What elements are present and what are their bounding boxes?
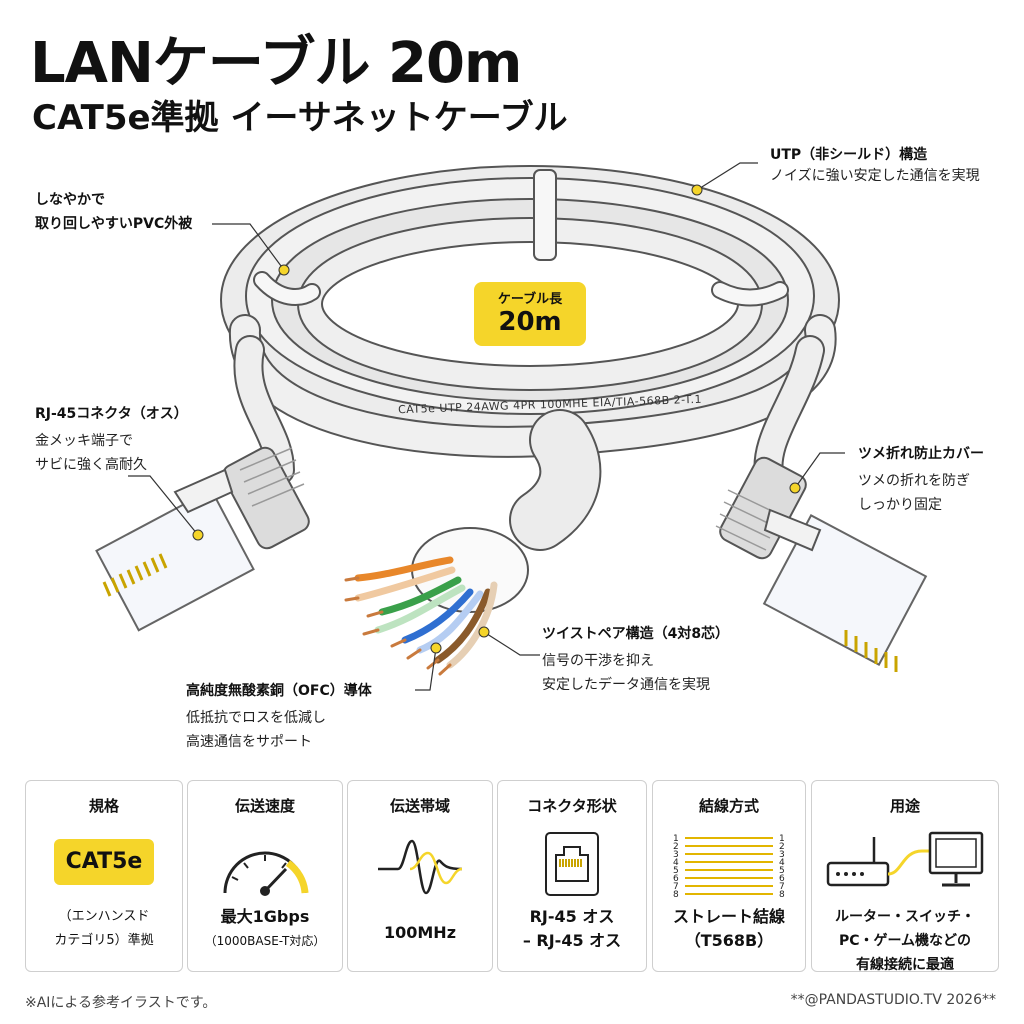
callout-title: UTP（非シールド）構造 [770,147,928,163]
pin-label-right: 8 [779,890,785,900]
pin-label-left: 6 [673,874,679,884]
pin-label-right: 7 [779,882,785,892]
spec-title: コネクタ形状 [527,797,617,815]
router-icon [826,837,890,887]
callout-pvc-jacket: しなやかで 取り回しやすいPVC外被 [35,188,192,236]
callout-rj45: RJ-45コネクタ（オス） 金メッキ端子で サビに強く高耐久 [35,403,188,477]
spec-line: RJ-45 オス [529,907,615,926]
spec-line: カテゴリ5）準拠 [54,933,154,948]
spec-text: （エンハンスド カテゴリ5）準拠 [26,905,182,953]
category-badge: CAT5e [54,839,154,885]
pin-label-left: 1 [673,834,679,844]
spec-text: RJ-45 オス – RJ-45 オス [498,905,646,953]
pin-label-left: 4 [673,858,679,868]
page-title: LANケーブル 20m [30,31,522,96]
pin-label-right: 1 [779,834,785,844]
cable-length-value: 20m [498,307,562,337]
spec-line: 最大1Gbps [220,907,310,926]
spec-text: 最大1Gbps （1000BASE-T対応） [188,905,342,953]
callout-desc: 取り回しやすいPVC外被 [35,216,193,232]
cable-length-label: ケーブル長 [497,292,563,307]
callout-twisted-pair: ツイストペア構造（4対8芯） 信号の干渉を抑え 安定したデータ通信を実現 [542,623,729,697]
spec-line: PC・ゲーム機などの [838,933,972,949]
callout-title: ツメ折れ防止カバー [858,446,984,462]
twisted-pair-wires [344,527,529,676]
pin-label-right: 6 [779,874,785,884]
credit: **@PANDASTUDIO.TV 2026** [790,992,996,1008]
spec-card-connector: コネクタ形状 RJ-45 オス – RJ-45 オス [497,780,647,972]
callout-desc: ツメの折れを防ぎ [858,473,970,489]
spec-card-usage: 用途 ルーター・スイッチ・ PC・ゲーム機などの 有線接続に最適 [811,780,999,973]
spec-card-bandwidth: 伝送帯域 100MHz [347,780,493,972]
pin-label-right: 2 [779,842,785,852]
spec-title: 結線方式 [698,797,759,815]
spec-text: ストレート結線 （T568B） [653,905,805,953]
callout-desc: 低抵抗でロスを低減し [186,710,326,726]
pin-label-right: 3 [779,850,785,860]
rj45-jack-icon [545,832,599,896]
pin-label-right: 4 [779,858,785,868]
footnote: ※AIによる参考イラストです。 [25,995,217,1011]
callout-title: ツイストペア構造（4対8芯） [542,626,730,642]
callout-title: RJ-45コネクタ（オス） [35,406,188,422]
spec-card-wiring: 結線方式 1 2 3 4 5 6 7 8 1 2 3 4 5 6 7 8 [652,780,806,972]
callout-desc: しなやかで [35,192,105,208]
callout-desc: ノイズに強い安定した通信を実現 [770,168,980,184]
callout-utp: UTP（非シールド）構造 ノイズに強い安定した通信を実現 [770,144,980,188]
pin-label-left: 3 [673,850,679,860]
rj45-connector-left [95,446,310,632]
spec-text: 100MHz [383,923,457,942]
spec-line: 有線接続に最適 [856,957,954,973]
callout-title: 高純度無酸素銅（OFC）導体 [186,683,372,699]
callout-ofc-conductor: 高純度無酸素銅（OFC）導体 低抵抗でロスを低減し 高速通信をサポート [186,680,372,754]
spec-line: （エンハンスド [58,909,150,924]
waveform-icon [378,839,463,895]
speedometer-icon [223,851,309,896]
callout-desc: 金メッキ端子で [35,433,133,449]
pin-label-left: 8 [673,890,679,900]
pin-label-left: 5 [673,866,679,876]
pin-label-left: 7 [673,882,679,892]
spec-title: 規格 [88,797,119,815]
callout-desc: 信号の干渉を抑え [542,653,654,669]
spec-line: （T568B） [684,931,774,950]
spec-card-speed: 伝送速度 最大1Gbps （1000BASE-T対応） [187,780,343,972]
spec-card-standard: 規格 CAT5e （エンハンスド カテゴリ5）準拠 [25,780,183,972]
spec-line: ストレート結線 [672,907,785,926]
callout-desc: サビに強く高耐久 [35,457,147,473]
spec-text: ルーター・スイッチ・ PC・ゲーム機などの 有線接続に最適 [812,905,998,977]
spec-line: （1000BASE-T対応） [204,934,326,948]
page-subtitle: CAT5e準拠 イーサネットケーブル [32,98,568,138]
callout-desc: 安定したデータ通信を実現 [542,677,710,693]
spec-title: 伝送帯域 [389,797,450,815]
spec-line: – RJ-45 オス [522,931,622,950]
callout-latch-cover: ツメ折れ防止カバー ツメの折れを防ぎ しっかり固定 [858,443,984,517]
spec-line: ルーター・スイッチ・ [835,909,975,925]
router-and-monitor-icon [826,831,984,887]
rj45-connector-right [715,456,928,672]
cable-illustration [95,162,928,691]
wiring-diagram-icon: 1 2 3 4 5 6 7 8 1 2 3 4 5 6 7 8 [673,834,785,900]
pin-label-right: 5 [779,866,785,876]
spec-title: 伝送速度 [234,797,295,815]
monitor-icon [928,831,984,887]
cable-length-badge: ケーブル長 20m [474,282,586,346]
spec-title: 用途 [889,797,920,815]
pin-label-left: 2 [673,842,679,852]
callout-desc: しっかり固定 [858,497,942,513]
callout-desc: 高速通信をサポート [186,734,312,750]
